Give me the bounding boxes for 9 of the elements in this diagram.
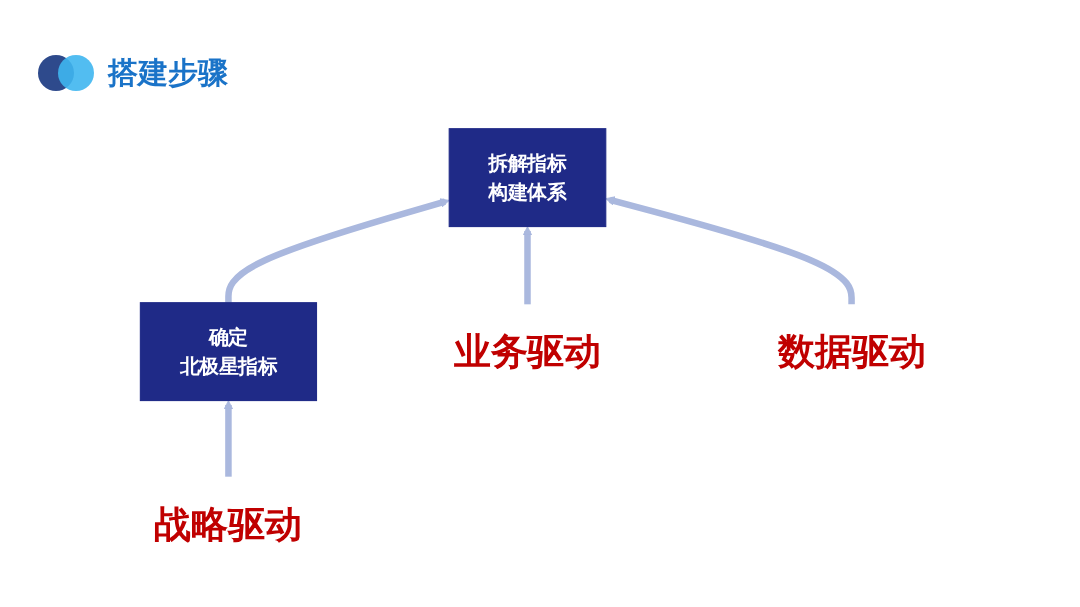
arrow xyxy=(605,196,855,305)
arrow xyxy=(522,226,533,305)
node-box: 拆解指标 构建体系 xyxy=(448,128,607,228)
arrow xyxy=(223,400,234,477)
arrow xyxy=(225,198,450,303)
node-text: 战略驱动 xyxy=(154,501,303,546)
title: 搭建步骤 xyxy=(108,53,228,92)
node-box: 确定 北极星指标 xyxy=(139,302,318,402)
node-text: 业务驱动 xyxy=(453,329,602,373)
